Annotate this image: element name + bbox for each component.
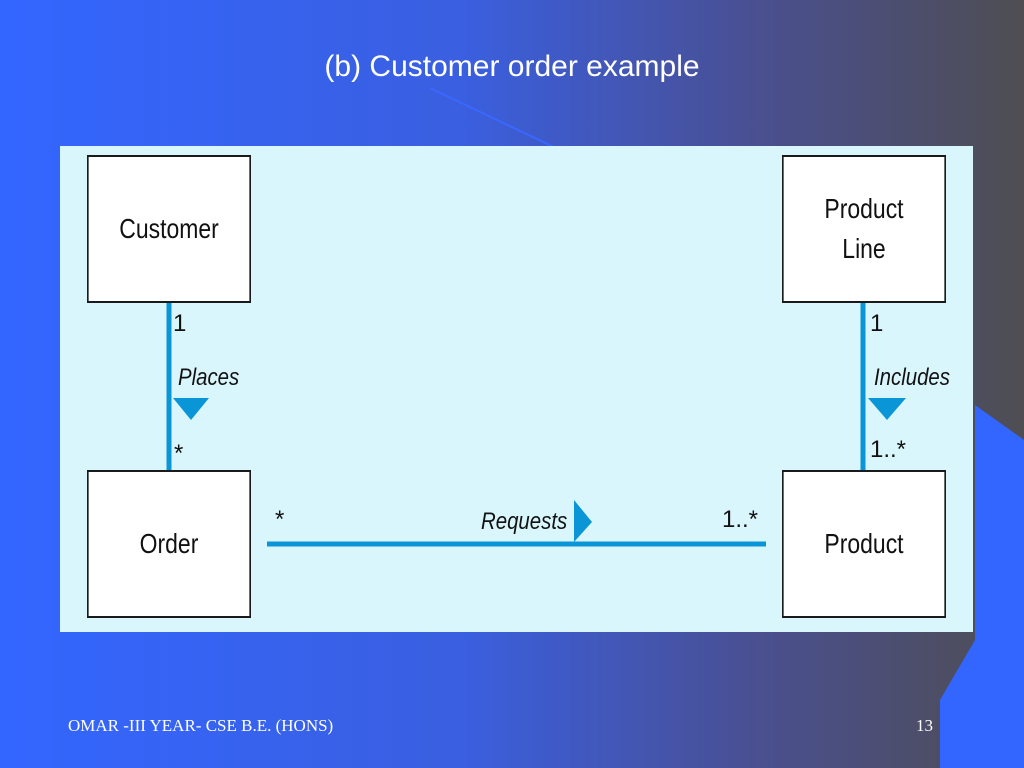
class-customer: Customer <box>87 155 251 303</box>
association-lines <box>166 302 906 547</box>
requests-role-label: Requests <box>481 508 568 535</box>
class-product-line: Product Line <box>782 155 946 303</box>
class-order: Order <box>87 470 251 618</box>
requests-direction-arrow <box>574 500 592 542</box>
places-role-label: Places <box>178 364 240 391</box>
class-product-line-label: Product Line <box>824 193 904 264</box>
places-direction-arrow <box>173 398 209 420</box>
requests-multiplicity-left: * <box>275 506 285 533</box>
footer-author: OMAR -III YEAR- CSE B.E. (HONS) <box>68 716 334 735</box>
class-diagram: Customer Product Line Order Product 1 Pl… <box>60 146 973 632</box>
places-multiplicity-bottom: * <box>174 440 184 467</box>
places-multiplicity-top: 1 <box>173 310 187 337</box>
requests-multiplicity-right: 1..* <box>722 506 759 533</box>
class-product-label: Product <box>824 528 904 559</box>
class-order-label: Order <box>139 528 199 559</box>
includes-role-label: Includes <box>874 364 950 391</box>
includes-direction-arrow <box>868 398 906 420</box>
includes-multiplicity-bottom: 1..* <box>870 436 907 463</box>
class-product: Product <box>782 470 946 618</box>
class-customer-label: Customer <box>119 213 219 244</box>
slide-title: (b) Customer order example <box>324 50 700 83</box>
footer-page-number: 13 <box>916 716 933 735</box>
includes-multiplicity-top: 1 <box>870 310 884 337</box>
